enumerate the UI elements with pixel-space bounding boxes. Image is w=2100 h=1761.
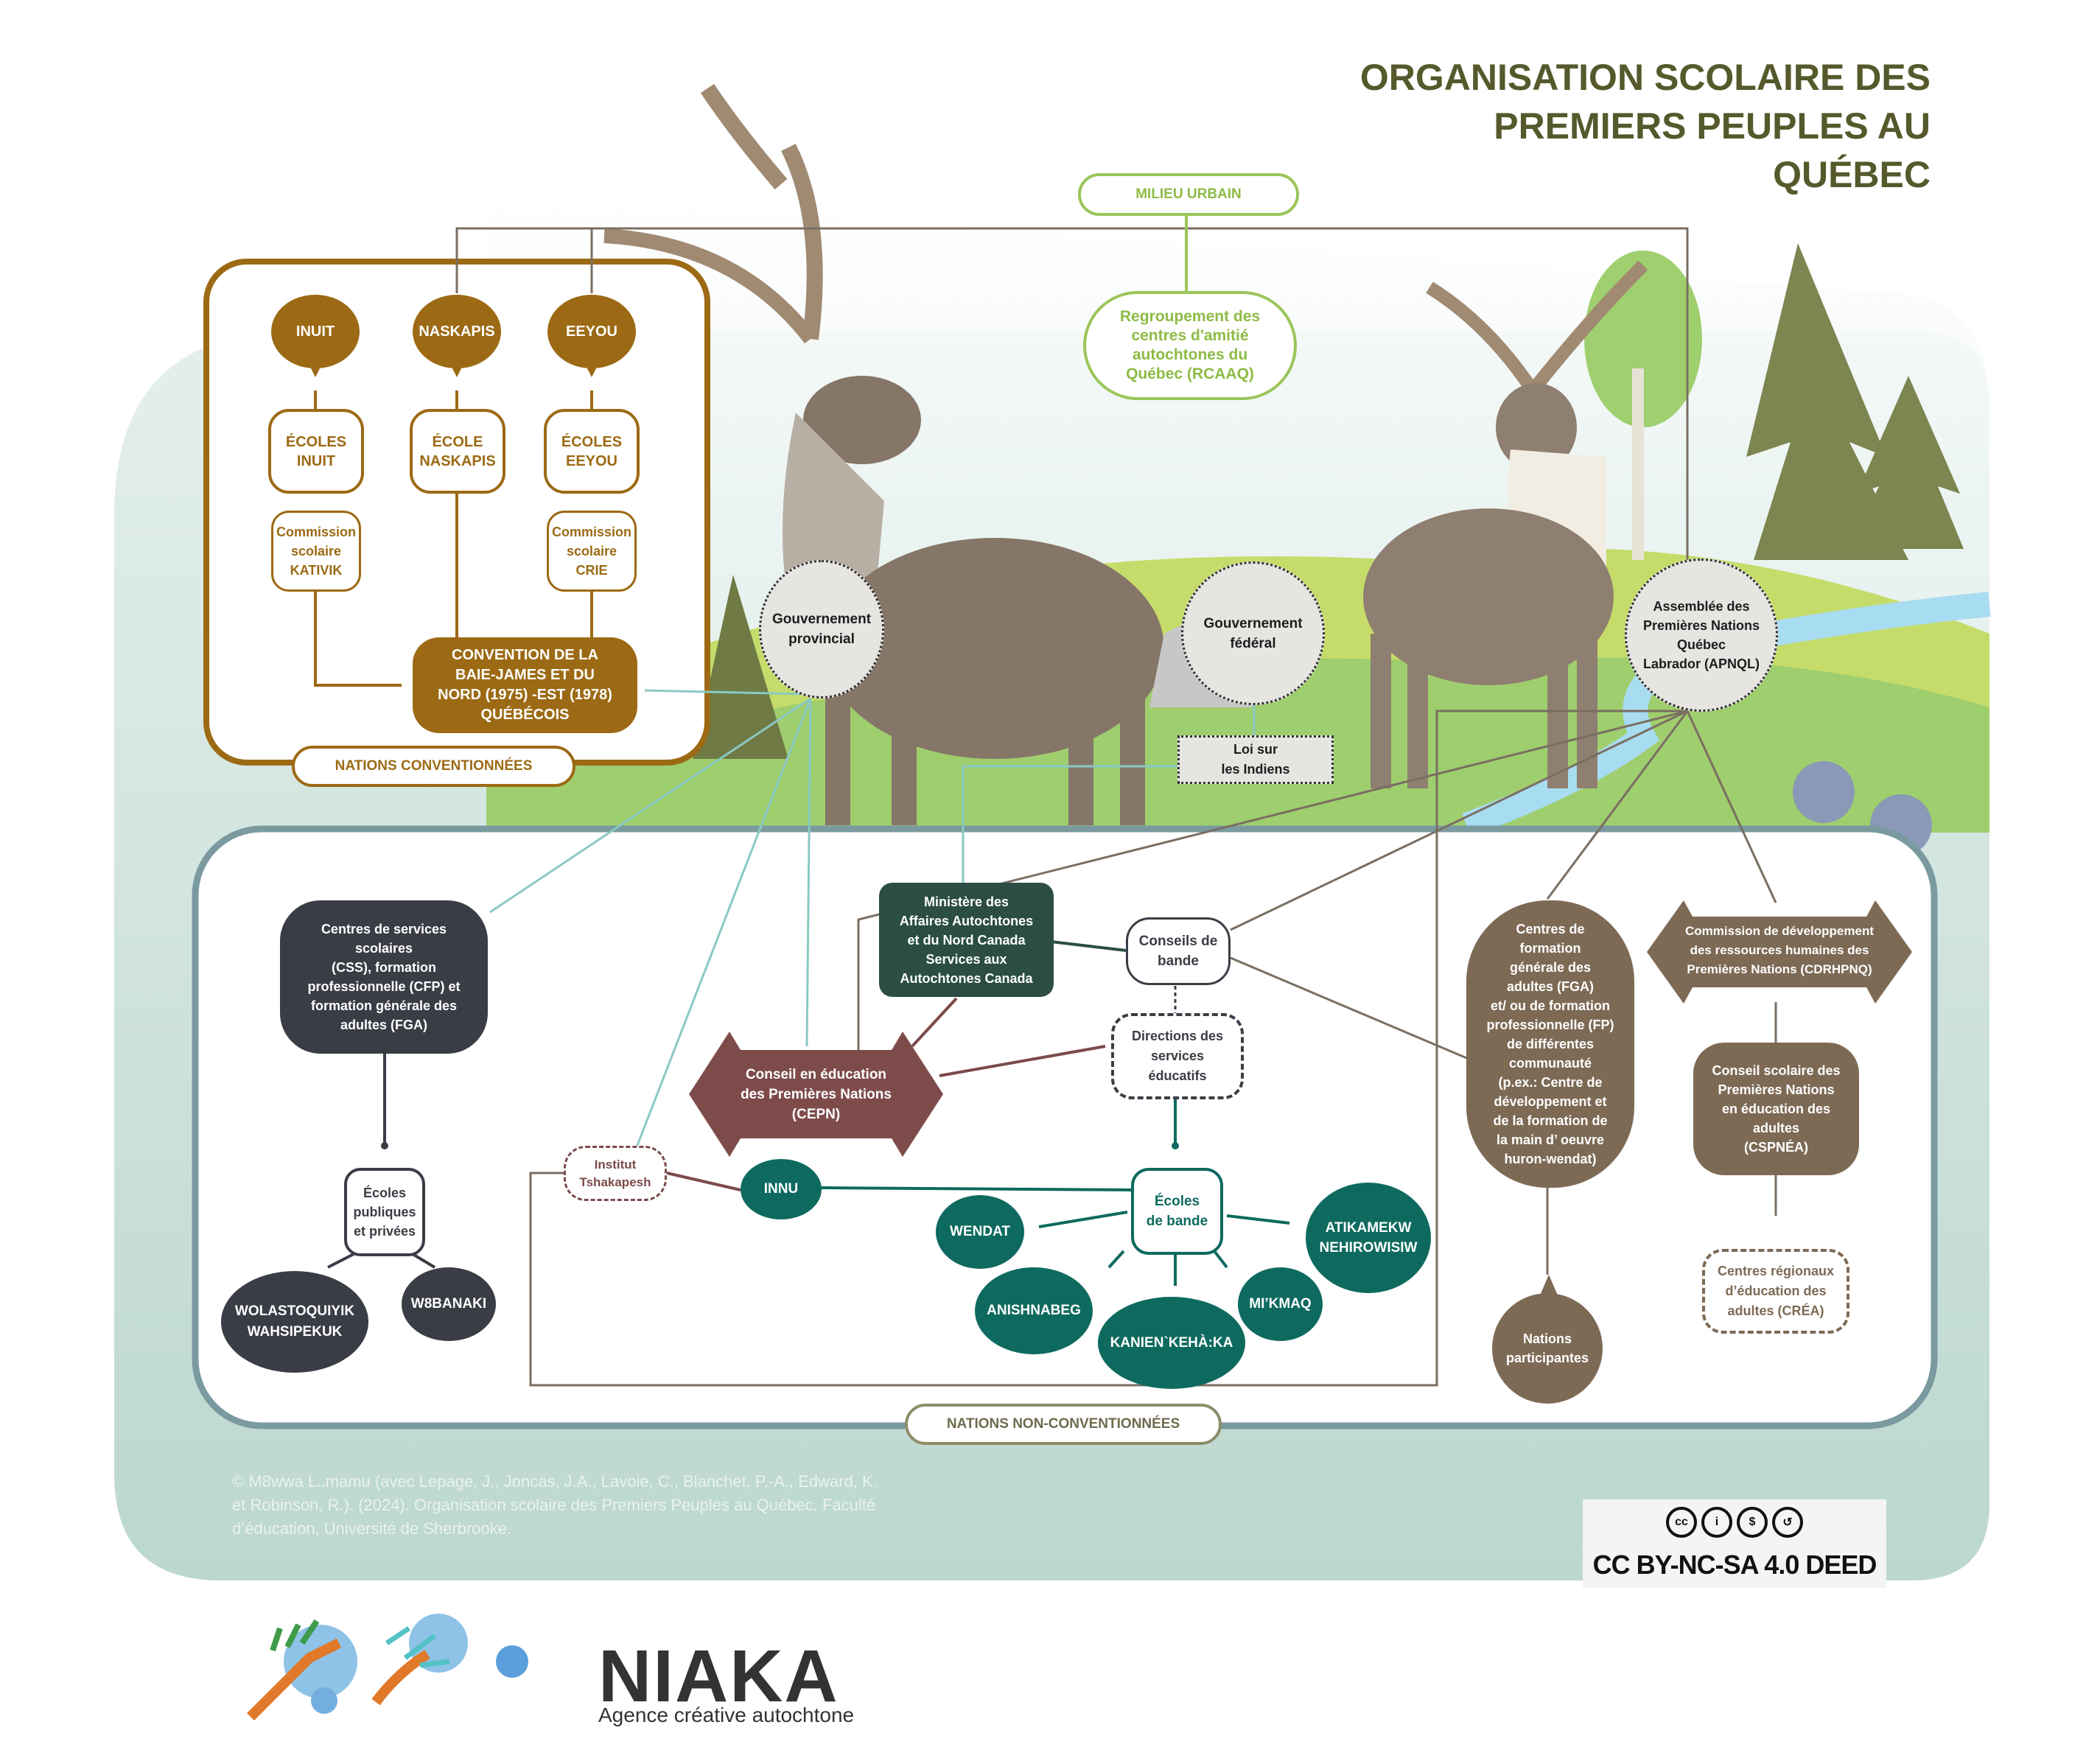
niaka-tagline: Agence créative autochtone: [598, 1704, 855, 1726]
cspnea-node: Conseil scolaire des Premières Nations e…: [1693, 1043, 1859, 1175]
ecoles-eeyou-node: ÉCOLES EEYOU: [544, 409, 640, 494]
pine-tree-small: [1849, 376, 1964, 549]
artist-logo-illustration: [247, 1614, 528, 1720]
ecoles-de-bande-node: Écoles de bande: [1131, 1168, 1223, 1255]
sharealike-icon: ↺: [1772, 1507, 1803, 1538]
cepn-node: Conseil en éducation des Premières Natio…: [741, 1066, 892, 1122]
nation-bubble-wolastoqiyik: WOLASTOQUIYIK WAHSIPEKUK: [221, 1271, 368, 1373]
nations-conventionnees-tag: NATIONS CONVENTIONNÉES: [292, 746, 575, 787]
nation-bubble-innu: INNU: [741, 1159, 822, 1219]
niaka-logo: NIAKA: [598, 1635, 839, 1718]
attribution-icon: i: [1701, 1507, 1732, 1538]
institut-tshakapesh-node: Institut Tshakapesh: [564, 1146, 667, 1201]
ecoles-bande-connector-lines: [821, 1090, 1290, 1286]
cdrhpnq-node: Commission de développement des ressourc…: [1685, 924, 1874, 976]
loi-sur-les-indiens-node: Loi sur les Indiens: [1177, 735, 1334, 784]
centres-fga-fp-node: Centres de formation générale des adulte…: [1466, 900, 1634, 1188]
license-text: CC BY-NC-SA 4.0 DEED: [1592, 1550, 1877, 1580]
milieu-urbain-tag: MILIEU URBAIN: [1078, 173, 1299, 216]
rcaaq-node: Regroupement des centres d'amitié autoch…: [1083, 291, 1297, 400]
cepn-arrow-shape: [689, 1032, 943, 1157]
credit-text: © M8wwa L᎑mamu (avec Lepage, J., Joncas,…: [232, 1472, 878, 1538]
nation-bubble-naskapis: NASKAPIS: [413, 295, 501, 368]
commission-kativik-node: Commission scolaire KATIVIK: [271, 511, 361, 592]
bubble-tail: [308, 363, 323, 377]
provincial-connector-lines: [489, 689, 812, 1174]
caribou-right-illustration: [1363, 260, 1648, 788]
nation-bubble-mikmaq: MI’KMAQ: [1238, 1267, 1323, 1341]
convention-connector-lines: [314, 391, 593, 687]
nation-bubble-kanienkehaka: KANIEN`KEHÀ:KA: [1098, 1297, 1245, 1389]
connector-dot: [1172, 1142, 1179, 1149]
crea-node: Centres régionaux d’éducation des adulte…: [1702, 1249, 1849, 1334]
bubble-tail: [449, 363, 464, 377]
license-badge[interactable]: cc i $ ↺ CC BY-NC-SA 4.0 DEED: [1583, 1499, 1886, 1588]
commission-crie-node: Commission scolaire CRIE: [547, 511, 637, 592]
title-line-1: ORGANISATION SCOLAIRE DES: [1359, 57, 1931, 98]
nation-bubble-participantes: Nations participantes: [1492, 1293, 1603, 1404]
ecoles-inuit-node: ÉCOLES INUIT: [268, 409, 364, 494]
page-title: ORGANISATION SCOLAIRE DES PREMIERS PEUPL…: [1326, 53, 1931, 199]
nation-bubble-wendat: WENDAT: [936, 1195, 1024, 1269]
bubble-tail: [1540, 1275, 1558, 1295]
apnql-node: Assemblée des Premières Nations Québec L…: [1625, 559, 1778, 712]
ministere-affaires-autochtones-node: Ministère des Affaires Autochtones et du…: [879, 883, 1054, 997]
birch-trunk: [1632, 368, 1644, 560]
blueberry: [1793, 761, 1855, 823]
nation-bubble-inuit: INUIT: [271, 295, 360, 368]
nation-bubble-w8banaki: W8BANAKI: [402, 1267, 496, 1341]
title-line-2: PREMIERS PEUPLES AU QUÉBEC: [1494, 105, 1931, 195]
license-icons: cc i $ ↺: [1583, 1507, 1886, 1538]
nation-bubble-atikamekw: ATIKAMEKW NEHIROWISIW: [1306, 1183, 1431, 1293]
loi-to-ministere: [962, 765, 1179, 883]
gouvernement-provincial-node: Gouvernement provincial: [759, 560, 884, 699]
cdrhpnq-arrow-shape: [1647, 900, 1912, 1004]
css-connector-lines: [327, 1054, 436, 1269]
directions-services-educatifs-node: Directions des services éducatifs: [1111, 1013, 1244, 1099]
ecoles-publiques-node: Écoles publiques et privées: [344, 1168, 425, 1256]
nations-non-conventionnees-tag: NATIONS NON-CONVENTIONNÉES: [905, 1404, 1222, 1445]
ecole-naskapis-node: ÉCOLE NASKAPIS: [410, 409, 505, 494]
centres-services-scolaires-node: Centres de services scolaires (CSS), for…: [280, 900, 488, 1054]
cc-icon: cc: [1666, 1507, 1697, 1538]
convention-baie-james-node: CONVENTION DE LA BAIE-JAMES ET DU NORD (…: [413, 637, 637, 733]
noncommercial-icon: $: [1737, 1507, 1768, 1538]
gouvernement-federal-node: Gouvernement fédéral: [1181, 561, 1325, 705]
top-connector-lines: [455, 227, 1689, 560]
nation-bubble-anishnabeg: ANISHNABEG: [975, 1267, 1093, 1354]
pine-tree-left: [693, 575, 788, 759]
connector-dot: [381, 1142, 388, 1149]
bubble-tail: [584, 363, 599, 377]
apnql-connector-lines: [529, 710, 1777, 1387]
cepn-connector-lines: [666, 997, 1106, 1191]
nation-bubble-eeyou: EEYOU: [547, 295, 636, 368]
ministere-to-conseils: [1044, 939, 1127, 952]
conseils-de-bande-node: Conseils de bande: [1126, 917, 1231, 985]
